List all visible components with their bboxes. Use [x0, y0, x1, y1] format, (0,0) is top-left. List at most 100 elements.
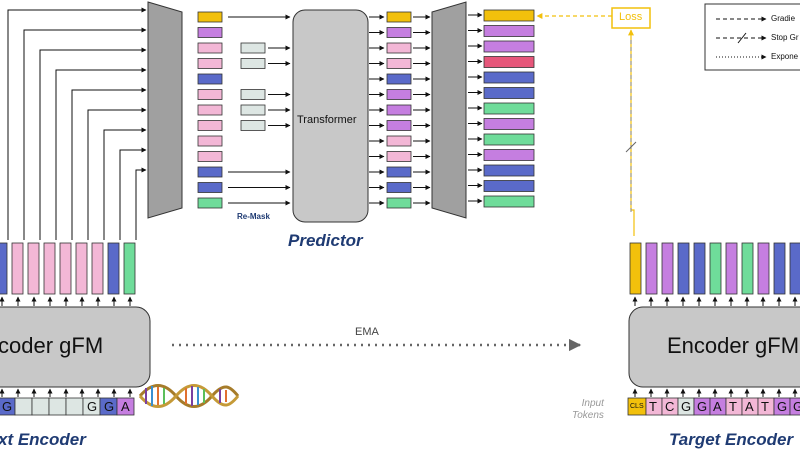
target-output-token — [661, 242, 674, 295]
predicted-target-token — [483, 56, 535, 68]
target-encoder-title: Target Encoder — [669, 430, 794, 449]
context-encoder-title: xt Encoder — [0, 430, 86, 449]
context-input-token-letter: G — [87, 399, 98, 414]
target-output-token — [757, 242, 770, 295]
context-wire — [103, 127, 147, 240]
context-encoder-box — [0, 306, 151, 388]
predicted-target-token — [483, 40, 535, 53]
context-output-tokens — [0, 242, 136, 306]
context-wires — [7, 7, 147, 240]
context-wire — [71, 87, 147, 240]
predictor-input-token — [197, 73, 223, 85]
target-input-token-letter: A — [745, 399, 754, 414]
context-up-arrows — [0, 388, 133, 397]
remask-token — [240, 58, 266, 69]
predicted-target-token — [483, 9, 535, 22]
transformer-block — [292, 9, 369, 223]
target-output-token — [677, 242, 690, 295]
predicted-target-token — [483, 180, 535, 192]
predicted-target-token — [483, 149, 535, 161]
remask-token — [240, 120, 266, 131]
predictor-input-token — [197, 166, 223, 178]
predictor-title: Predictor — [288, 231, 363, 250]
context-projector — [147, 1, 183, 219]
loss-box — [611, 7, 651, 29]
remask-token — [240, 104, 266, 116]
context-input-token — [65, 397, 84, 416]
context-output-token — [43, 242, 56, 295]
predictor-output-token — [386, 58, 412, 69]
remask-tokens — [240, 42, 266, 131]
target-input-token-letter: G — [793, 399, 800, 414]
context-input-token — [31, 397, 50, 416]
context-output-token — [75, 242, 88, 295]
context-output-token — [27, 242, 40, 295]
target-output-token — [725, 242, 738, 295]
target-input-token-letter: C — [665, 399, 675, 414]
ema-label: EMA — [355, 326, 379, 338]
predictor-input-token — [197, 104, 223, 116]
target-input-token-letter: A — [713, 399, 722, 414]
predictor-input-token — [197, 58, 223, 69]
predictor-output-token — [386, 151, 412, 162]
predictor-output-token — [386, 27, 412, 38]
predictor-input-token — [197, 89, 223, 100]
context-output-token — [123, 242, 136, 295]
target-output-token — [773, 242, 786, 295]
predictor-output-token — [386, 73, 412, 85]
predictor-arrows-out — [369, 14, 385, 206]
context-output-token — [0, 242, 8, 295]
target-up-arrows — [632, 388, 798, 397]
context-wire — [55, 67, 147, 240]
predictor-output-token — [386, 120, 412, 131]
predictor-input-token — [197, 120, 223, 131]
context-wire — [119, 147, 147, 240]
predicted-target-token — [483, 195, 535, 208]
context-output-token — [107, 242, 120, 295]
predictor-arrows-in — [228, 14, 291, 206]
dna-helix-image — [138, 384, 240, 408]
predictor-output-token — [386, 89, 412, 100]
target-output-tokens — [629, 242, 800, 306]
context-wire — [7, 7, 147, 240]
input-tokens-label-line1: Input — [581, 398, 604, 409]
target-output-token — [789, 242, 800, 295]
target-output-token — [645, 242, 658, 295]
loss-label: Loss — [619, 11, 643, 23]
legend-item-2-label: Stop Gr — [771, 33, 799, 42]
target-input-tokens — [627, 397, 800, 416]
target-input-token-letter: G — [681, 399, 692, 414]
predicted-target-token — [483, 102, 535, 115]
predictor-input-token — [197, 135, 223, 147]
context-input-token — [48, 397, 67, 416]
transformer-label: Transformer — [297, 114, 357, 126]
legend-item-3-label: Expone — [771, 52, 799, 61]
context-input-tokens — [0, 397, 135, 416]
target-output-token — [709, 242, 722, 295]
input-tokens-label-line2: Tokens — [572, 410, 604, 421]
legend-slash — [737, 32, 747, 44]
predicted-target-token — [483, 118, 535, 130]
predictor-input-token — [197, 151, 223, 162]
predicted-target-token — [483, 71, 535, 84]
cls-token-label: CLS — [630, 403, 644, 410]
predictor-output-tokens — [386, 11, 412, 209]
predictor-output-token — [386, 166, 412, 178]
predictor-projector — [431, 1, 467, 219]
legend-lines — [716, 16, 767, 60]
context-input-token-letter: A — [121, 399, 130, 414]
legend-box — [704, 3, 800, 71]
target-encoder-box-label: Encoder gFM — [667, 333, 800, 358]
target-input-token-letter: T — [649, 399, 657, 414]
target-input-token — [789, 397, 800, 416]
target-output-token — [693, 242, 706, 295]
predicted-target-token — [483, 133, 535, 146]
predictor-output-token — [386, 135, 412, 147]
predictor-output-token — [386, 11, 412, 23]
predictor-input-token — [197, 197, 223, 209]
remask-token — [240, 42, 266, 54]
predictor-output-token — [386, 182, 412, 193]
predictor-output-token — [386, 104, 412, 116]
context-wire — [39, 47, 147, 240]
